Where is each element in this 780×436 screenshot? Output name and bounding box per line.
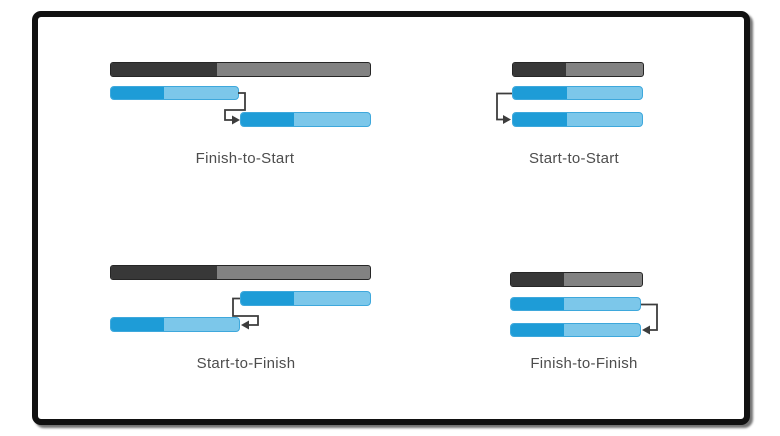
ff-summary-bar bbox=[510, 272, 643, 287]
diagram-frame bbox=[32, 11, 750, 425]
fs-task1-bar-progress bbox=[111, 87, 164, 99]
ss-label: Start-to-Start bbox=[528, 150, 620, 167]
fs-summary-bar-progress bbox=[111, 63, 217, 76]
sf-label: Start-to-Finish bbox=[196, 355, 296, 372]
fs-task2-bar-progress bbox=[241, 113, 294, 126]
ff-task2-bar-progress bbox=[511, 324, 564, 336]
sf-task2-bar bbox=[110, 317, 240, 332]
ss-task2-bar bbox=[512, 112, 643, 127]
sf-task1-bar bbox=[240, 291, 371, 306]
ss-summary-bar-progress bbox=[513, 63, 566, 76]
ss-task1-bar bbox=[512, 86, 643, 100]
ff-summary-bar-progress bbox=[511, 273, 564, 286]
ff-task1-bar bbox=[510, 297, 641, 311]
sf-summary-bar-progress bbox=[111, 266, 217, 279]
ff-task1-bar-progress bbox=[511, 298, 564, 310]
fs-task2-bar bbox=[240, 112, 371, 127]
sf-task1-bar-progress bbox=[241, 292, 294, 305]
fs-label: Finish-to-Start bbox=[195, 150, 295, 167]
sf-task2-bar-progress bbox=[111, 318, 164, 331]
ss-task2-bar-progress bbox=[513, 113, 567, 126]
ss-summary-bar bbox=[512, 62, 644, 77]
fs-summary-bar bbox=[110, 62, 371, 77]
fs-task1-bar bbox=[110, 86, 239, 100]
ff-label: Finish-to-Finish bbox=[530, 355, 638, 372]
ff-task2-bar bbox=[510, 323, 641, 337]
ss-task1-bar-progress bbox=[513, 87, 567, 99]
sf-summary-bar bbox=[110, 265, 371, 280]
